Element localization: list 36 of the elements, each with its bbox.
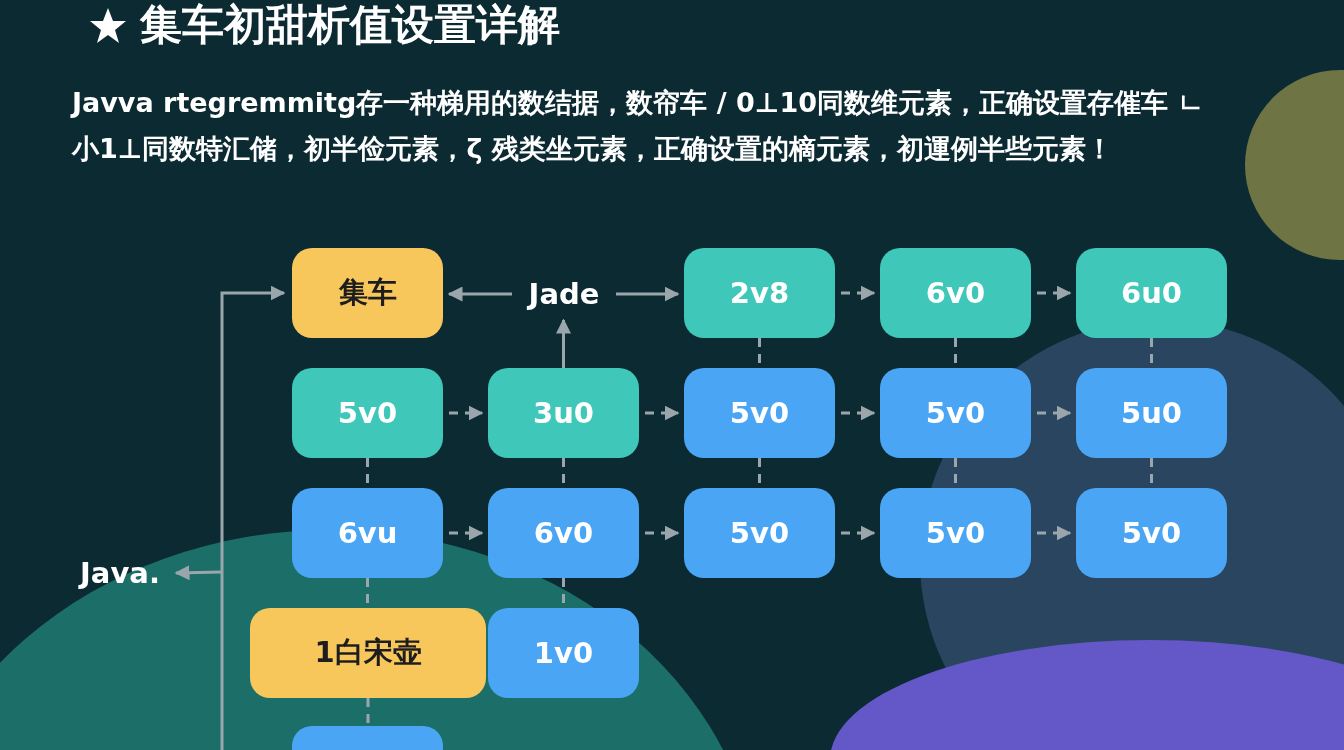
arrow [841,405,876,421]
node-box: 5v0 [880,368,1031,458]
arrow [447,286,512,302]
node-box: 2v8 [684,248,835,338]
arrow [1037,405,1072,421]
arrow [841,525,876,541]
node-box: 6vu [292,488,443,578]
node-box: 3u0 [488,368,639,458]
node-box: 5v0 [1076,488,1227,578]
arrow [556,318,571,368]
node-box: 6v0 [488,488,639,578]
arrow [645,405,680,421]
arrow [616,286,680,302]
node-box: 5v0 [684,368,835,458]
node-box: 5v0 [684,488,835,578]
node-box: 5v0 [292,368,443,458]
node-label: Jade [518,272,610,316]
arrow [841,285,876,301]
title: 集车初甜析值设置详解 [140,0,560,50]
node-label: Java. [70,552,170,594]
arrow [449,525,484,541]
arrow [1037,525,1072,541]
node-box: 1白宋壶 [250,608,486,698]
arrow [1037,285,1072,301]
node-box: 6v0 [880,248,1031,338]
node-box: 5v0 [880,488,1031,578]
node-box: 集车 [292,248,443,338]
arrow [174,565,223,581]
node-box: 5u0 [1076,368,1227,458]
node-box: 1v0 [488,608,639,698]
arrow [220,285,286,750]
connector-line [366,698,370,726]
arrow [449,405,484,421]
description-text: Javva rtegremmitg存一种梯用的数结据，数帘车 / 0⊥10同数维元素，正确设置存催车 ㄴ小1⊥同数特汇储，初半俭元素，ζ 残类坐元素，正确设置的樀元素，初運例半些元素！ [72,86,1206,166]
arrow [645,525,680,541]
node-box: 6u0 [1076,248,1227,338]
